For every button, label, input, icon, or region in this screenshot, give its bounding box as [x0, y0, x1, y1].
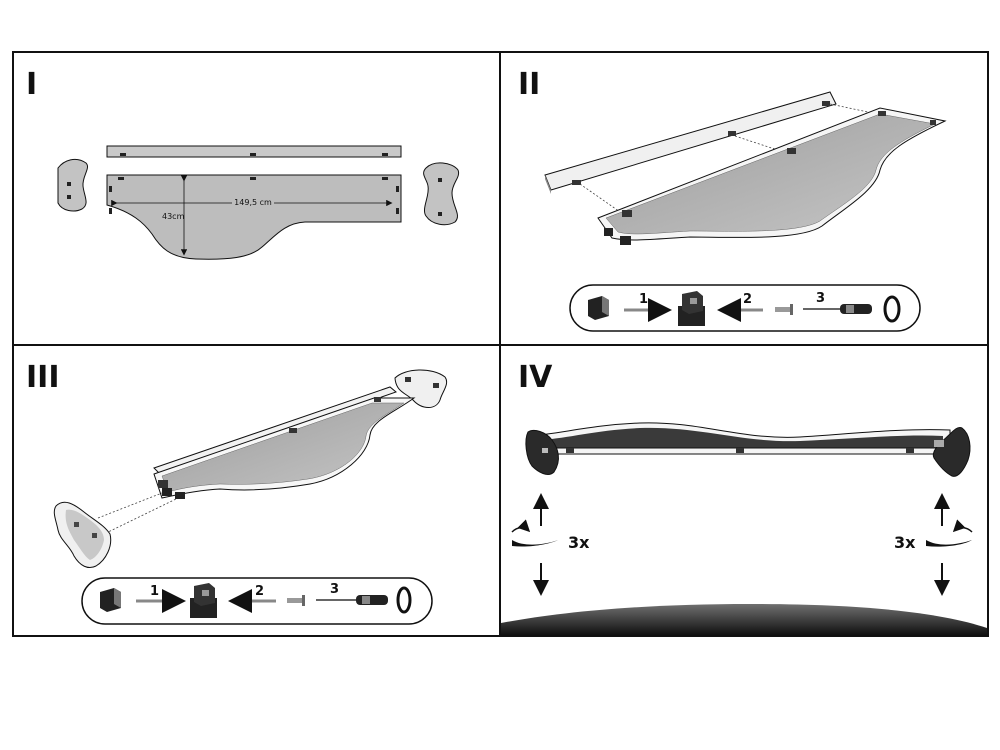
panel-step-1: I 149,5 cm 43cm: [26, 67, 460, 260]
panel-step-2: II 1 2: [518, 67, 947, 332]
procedure-bar: 1 2 3: [569, 284, 921, 332]
mounted-bracket-icon: [190, 583, 217, 618]
rotate-arrow-icon: [883, 295, 901, 323]
twist-arrow-icon: [926, 519, 973, 547]
twist-arrow-icon: [511, 519, 558, 547]
mounting-bracket-icon: [588, 296, 609, 320]
rotate-arrow-icon: [396, 586, 412, 614]
shelf-top-surface: [605, 113, 936, 235]
dimension-width: 149,5 cm: [111, 197, 393, 207]
screwdriver-icon: [316, 595, 388, 605]
step-number-4: IV: [518, 360, 553, 395]
step-number-1: I: [26, 67, 37, 102]
arrow-3-label: 3: [816, 291, 825, 306]
car-roof: [501, 604, 987, 636]
arrow-2-label: 2: [743, 292, 752, 307]
panel-step-3: III 1: [26, 360, 448, 625]
step-number-2: II: [518, 67, 540, 102]
left-side-bracket: [57, 158, 88, 212]
back-rail: [153, 386, 397, 475]
dimension-depth: 43cm: [162, 175, 188, 256]
right-side-bracket: [423, 162, 460, 226]
step-number-3: III: [26, 360, 60, 395]
screwdriver-icon: [803, 304, 872, 314]
shelf-top-surface: [161, 402, 405, 493]
shelf-top-surface: [540, 427, 943, 448]
width-label: 149,5 cm: [234, 198, 272, 207]
mounted-bracket-icon: [678, 291, 705, 326]
arrow-2-label: 2: [255, 584, 264, 599]
arrow-1-label: 1: [639, 292, 648, 307]
screw-icon: [287, 595, 305, 606]
panel-grid: [12, 51, 989, 637]
right-side-bracket: [932, 427, 971, 477]
repeat-count-right: 3x: [894, 533, 916, 552]
arrow-3-label: 3: [330, 582, 339, 597]
panel-step-4: IV 3x 3: [501, 360, 987, 636]
shelf-board: [106, 174, 402, 260]
back-rail: [106, 145, 402, 158]
procedure-bar: 1 2 3: [81, 577, 433, 625]
mounting-bracket-icon: [100, 588, 121, 612]
screw-icon: [775, 304, 793, 315]
repeat-count-left: 3x: [568, 533, 590, 552]
depth-label: 43cm: [162, 212, 185, 221]
arrow-1-label: 1: [150, 584, 159, 599]
